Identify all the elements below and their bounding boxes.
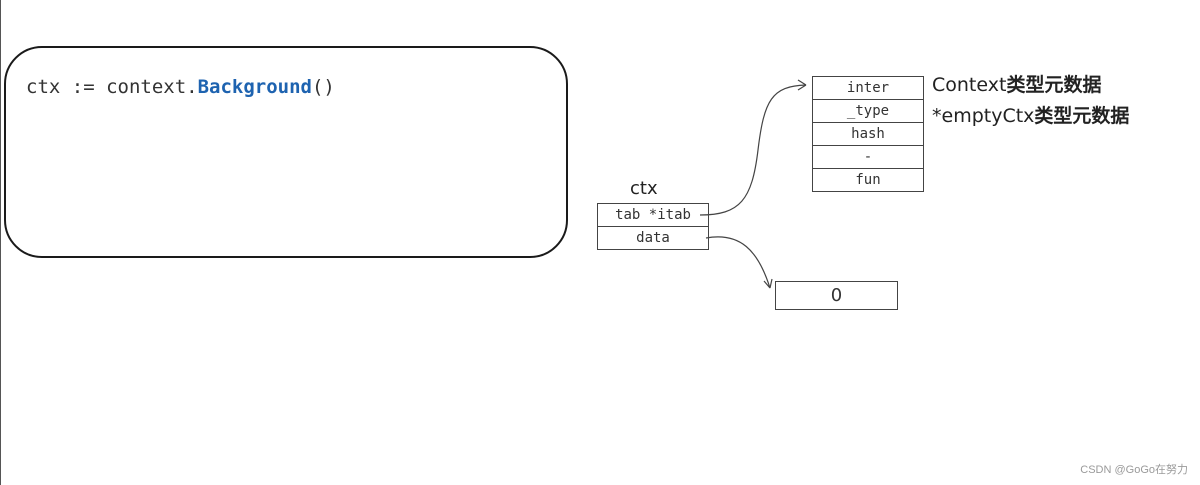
watermark: CSDN @GoGo在努力 <box>1080 464 1188 476</box>
annotation-inter-suffix: 类型元数据 <box>1006 74 1102 96</box>
itab-row-fun: fun <box>812 168 924 192</box>
tab-arrowhead <box>797 79 807 91</box>
ctx-tab-field: tab *itab <box>597 203 709 227</box>
code-line: ctx := context.Background() <box>26 76 335 98</box>
itab-row-inter: inter <box>812 76 924 100</box>
tab-to-itab-arrow <box>699 84 807 216</box>
left-edge-line <box>0 0 1 485</box>
annotation-type: *emptyCtx类型元数据 <box>932 101 1129 128</box>
annotation-inter-prefix: Context <box>932 74 1007 96</box>
annotation-inter: Context类型元数据 <box>932 70 1101 97</box>
itab-row-dash: - <box>812 145 924 169</box>
itab-row-type: _type <box>812 99 924 123</box>
annotation-type-suffix: 类型元数据 <box>1034 105 1130 127</box>
data-to-value-arrow <box>705 236 771 289</box>
data-arrowhead <box>763 278 773 289</box>
data-value-box: 0 <box>775 281 898 310</box>
code-function-name: Background <box>197 76 312 98</box>
code-suffix: () <box>311 76 335 98</box>
code-prefix: ctx := context. <box>26 76 198 98</box>
ctx-label: ctx <box>630 178 658 199</box>
code-panel: ctx := context.Background() <box>4 46 568 258</box>
annotation-type-prefix: *emptyCtx <box>932 105 1035 127</box>
